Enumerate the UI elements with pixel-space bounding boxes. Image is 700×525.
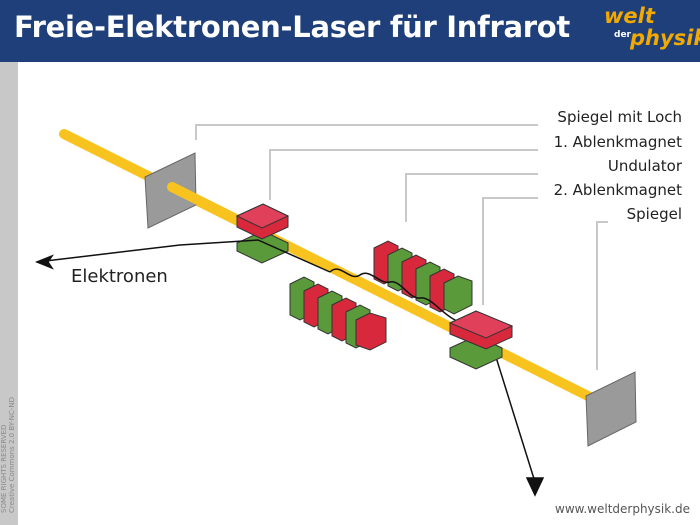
- logo-der: der: [614, 30, 631, 40]
- leader-undulator: [405, 173, 538, 222]
- undulator-near-row: [289, 276, 387, 351]
- page-title: Freie-Elektronen-Laser für Infrarot: [14, 10, 570, 44]
- license-sidebar: [0, 62, 18, 525]
- label-undulator: Undulator: [607, 157, 682, 175]
- label-ablenkmagnet-1: 1. Ablenkmagnet: [553, 133, 682, 151]
- leader-spiegel-mit-loch: [195, 124, 538, 140]
- end-mirror: [585, 371, 637, 447]
- label-elektronen: Elektronen: [71, 266, 168, 287]
- deflection-magnet-2: [448, 310, 514, 370]
- logo-physik: physik: [630, 26, 700, 50]
- label-spiegel-mit-loch: Spiegel mit Loch: [557, 108, 682, 126]
- leader-ablenkmagnet-2: [482, 197, 538, 305]
- undulator-far-row: [373, 240, 473, 315]
- footer-url[interactable]: www.weltderphysik.de: [555, 502, 690, 516]
- label-spiegel: Spiegel: [626, 205, 682, 223]
- logo-welt: welt: [604, 4, 655, 28]
- deflection-magnet-1: [235, 203, 290, 264]
- laser-beam-front: [167, 182, 245, 226]
- header-bar: [0, 0, 700, 62]
- label-ablenkmagnet-2: 2. Ablenkmagnet: [553, 181, 682, 199]
- welt-der-physik-logo: welt der physik: [582, 4, 700, 58]
- leader-spiegel: [596, 221, 608, 370]
- electron-path: [34, 239, 545, 497]
- leader-lines: [195, 124, 608, 370]
- leader-ablenkmagnet-1: [269, 149, 538, 200]
